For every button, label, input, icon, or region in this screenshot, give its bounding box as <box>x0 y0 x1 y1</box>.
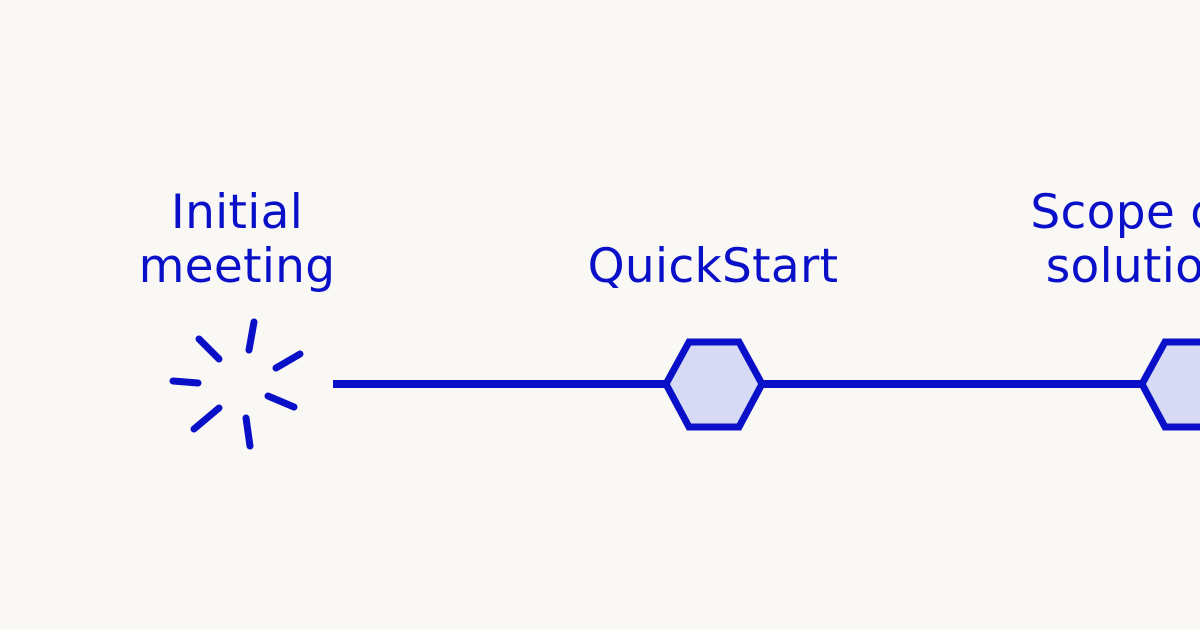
hexagon-node-icon <box>662 338 766 431</box>
sparkle-burst-icon <box>169 318 304 450</box>
step-label-initial-meeting: Initial meeting <box>87 186 387 294</box>
sparkle-ray <box>195 335 223 363</box>
step-label-line: Initial <box>170 185 304 240</box>
sparkle-ray <box>264 392 298 411</box>
step-label-line: solution <box>1045 239 1200 294</box>
step-label-scope: Scope de solution <box>940 186 1200 294</box>
step-label-line: QuickStart <box>587 239 839 294</box>
sparkle-ray <box>272 350 304 372</box>
step-label-quickstart: QuickStart <box>513 240 913 294</box>
hexagon-node-icon <box>1138 338 1200 431</box>
step-label-line: meeting <box>138 239 336 294</box>
sparkle-ray <box>190 404 223 433</box>
sparkle-ray <box>245 318 258 354</box>
sparkle-ray <box>169 377 202 387</box>
sparkle-ray <box>242 414 254 450</box>
step-label-line: Scope de <box>1030 185 1200 240</box>
